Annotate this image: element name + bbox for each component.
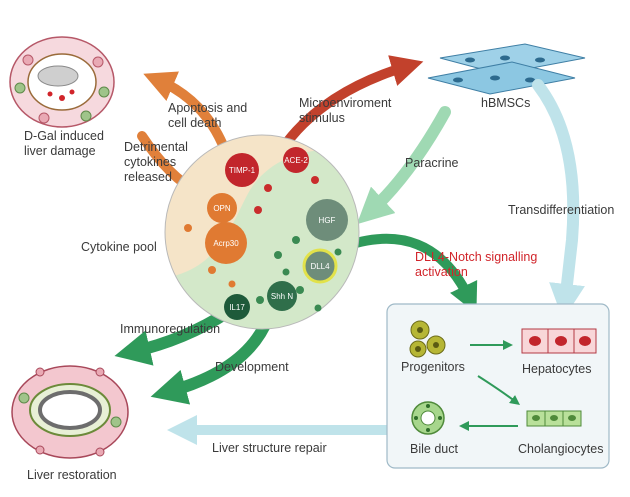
cytokine-acrp30 [205,222,247,264]
label-hgf: HGF [319,216,336,225]
damaged-liver-illustration [9,36,115,128]
label-il17: IL17 [229,303,245,312]
cytokine-ace2 [283,147,309,173]
cytokine-pool-label: Cytokine pool [81,240,157,254]
development-label: Development [215,360,289,374]
hbmscs-label: hBMSCs [481,96,531,110]
cholangiocytes-label: Cholangiocytes [518,442,604,456]
cytokine-timp1 [225,153,259,187]
progenitor-to-cholangiocyte-arrow [477,375,521,405]
liver-structure-repair-label: Liver structure repair [212,441,327,455]
hepatocytes-label: Hepatocytes [522,362,592,376]
transdifferentiation-arrow [532,79,585,320]
label-timp1: TIMP-1 [229,166,256,175]
cytokine-dll4 [302,248,338,284]
immunoregulation-label: Immunoregulation [120,322,221,336]
cholangiocytes-illustration [526,410,582,427]
bile-duct-label: Bile duct [410,442,458,456]
restored-liver-illustration [11,365,129,459]
hepatocytes-illustration [521,328,597,354]
dll4-notch-arrow [335,233,478,314]
cytokine-pool: TIMP-1 ACE-2 OPN Acrp30 HGF DLL4 IL17 Sh… [164,134,360,330]
cytokine-shhn [267,281,297,311]
hbmscs-cells-illustration [427,43,586,95]
cytokine-il17 [224,294,250,320]
paracrine-arrow [356,106,451,225]
liver-restoration-label: Liver restoration [27,468,117,482]
cytokine-opn [207,193,237,223]
label-shhn: Shh N [271,292,293,301]
label-dll4: DLL4 [310,262,330,271]
differentiation-panel [386,303,610,469]
progenitors-label: Progenitors [401,360,465,374]
progenitors-illustration [409,320,446,358]
label-opn: OPN [213,204,231,213]
label-ace2: ACE-2 [284,156,308,165]
apoptosis-arrow [143,71,230,155]
label-acrp30: Acrp30 [213,239,239,248]
bile-duct-illustration [411,401,445,435]
paracrine-label: Paracrine [405,156,459,170]
cytokine-hgf [306,199,348,241]
transdifferentiation-label: Transdifferentiation [508,203,615,217]
